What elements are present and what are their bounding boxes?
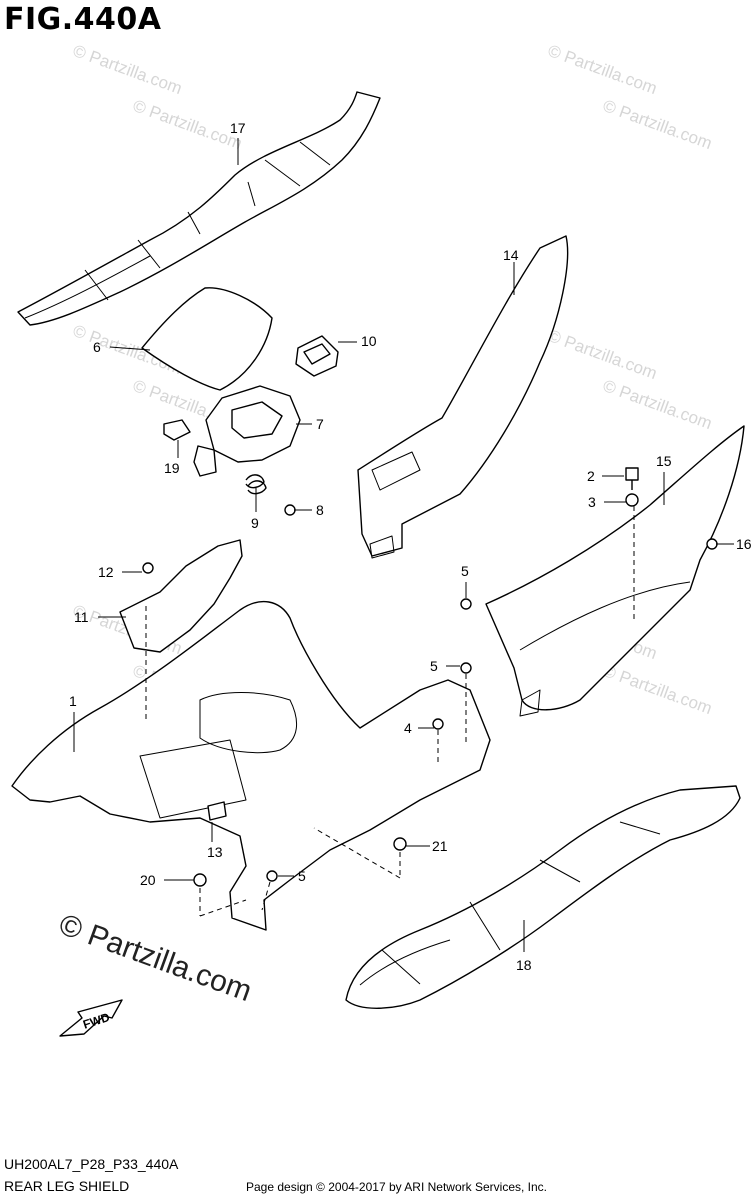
part-screw-5a <box>460 598 472 610</box>
callout-11[interactable]: 11 <box>74 609 89 625</box>
callout-17[interactable]: 17 <box>230 120 246 136</box>
callout-9[interactable]: 9 <box>251 515 259 531</box>
callout-2[interactable]: 2 <box>587 468 595 484</box>
part-clip-10 <box>295 335 339 377</box>
callout-19[interactable]: 19 <box>164 460 180 476</box>
callout-5[interactable]: 5 <box>298 868 306 884</box>
callout-12[interactable]: 12 <box>98 564 114 580</box>
copyright-text: Page design © 2004-2017 by ARI Network S… <box>246 1180 548 1194</box>
diagram-code: UH200AL7_P28_P33_440A <box>4 1156 179 1172</box>
part-panel-14 <box>357 235 569 559</box>
part-bolt-20 <box>193 873 207 887</box>
part-cushion-19 <box>163 419 191 441</box>
callout-16[interactable]: 16 <box>736 536 752 552</box>
diagram-subtitle: REAR LEG SHIELD <box>4 1178 130 1194</box>
callout-3[interactable]: 3 <box>588 494 596 510</box>
callout-10[interactable]: 10 <box>361 333 377 349</box>
callout-4[interactable]: 4 <box>404 720 412 736</box>
callout-7[interactable]: 7 <box>316 416 324 432</box>
part-grommet-3 <box>625 493 639 507</box>
callout-8[interactable]: 8 <box>316 502 324 518</box>
part-mat-17 <box>17 91 381 326</box>
figure-title: FIG.440A <box>4 2 162 37</box>
part-cover-15 <box>485 425 745 717</box>
callout-5[interactable]: 5 <box>430 658 438 674</box>
part-pad-6 <box>141 287 273 391</box>
leader-lines <box>73 138 734 952</box>
callout-15[interactable]: 15 <box>656 453 672 469</box>
part-bolt-4 <box>432 718 444 730</box>
callout-18[interactable]: 18 <box>516 957 532 973</box>
part-frame-1 <box>11 600 491 931</box>
part-bolt-2 <box>625 467 639 490</box>
part-screw-5c <box>266 870 278 882</box>
callout-13[interactable]: 13 <box>207 844 223 860</box>
part-clip-13 <box>207 801 227 821</box>
part-screw-5b <box>460 662 472 674</box>
callout-5[interactable]: 5 <box>461 563 469 579</box>
callout-1[interactable]: 1 <box>69 693 77 709</box>
fwd-arrow-icon <box>59 999 123 1037</box>
callout-20[interactable]: 20 <box>140 872 156 888</box>
callout-14[interactable]: 14 <box>503 247 519 263</box>
callout-21[interactable]: 21 <box>432 838 448 854</box>
part-spring-9 <box>245 474 267 495</box>
part-lid-7 <box>193 385 301 477</box>
part-bolt-21 <box>393 837 407 851</box>
part-screw-12 <box>142 562 154 574</box>
part-screw-8 <box>284 504 296 516</box>
part-mat-18 <box>345 785 741 1009</box>
part-bracket-11 <box>119 539 243 653</box>
callout-6[interactable]: 6 <box>93 339 101 355</box>
part-screw-16 <box>706 538 718 550</box>
